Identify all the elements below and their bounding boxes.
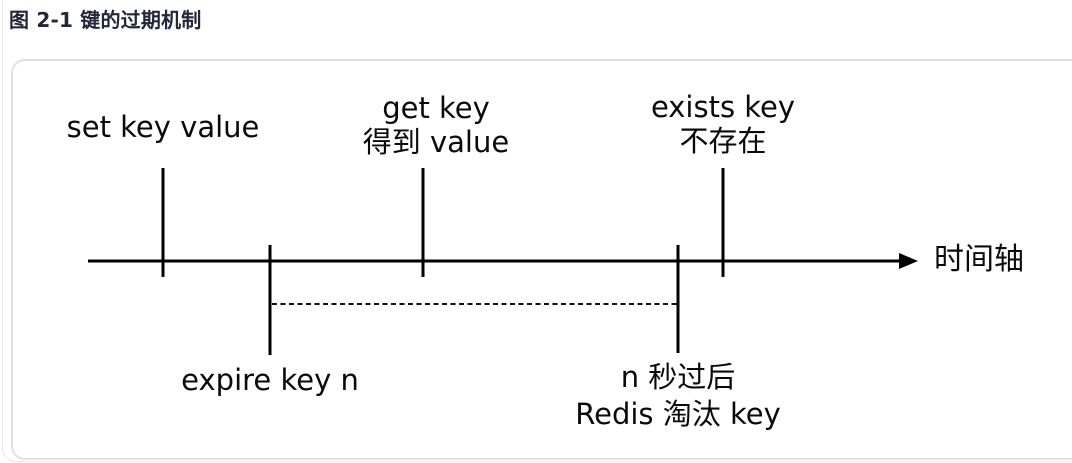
- label-get-key-line1: get key: [382, 91, 490, 125]
- label-set-key-value-text: set key value: [66, 110, 260, 144]
- label-key-expired: n 秒过后 Redis 淘汰 key: [575, 359, 780, 433]
- label-exists-key: exists key 不存在: [651, 90, 795, 158]
- label-get-key-line2: 得到 value: [362, 125, 510, 159]
- label-exists-key-line2: 不存在: [679, 124, 767, 158]
- label-set-key-value: set key value: [67, 110, 260, 144]
- figure-title: 图 2-1 键的过期机制: [9, 8, 202, 32]
- label-expire-key-n-text: expire key n: [181, 363, 359, 397]
- label-key-expired-line1: n 秒过后: [620, 360, 736, 394]
- label-exists-key-line1: exists key: [650, 90, 796, 124]
- label-get-key: get key 得到 value: [363, 91, 509, 159]
- label-expire-key-n: expire key n: [181, 363, 359, 397]
- label-time-axis: 时间轴: [934, 242, 1024, 277]
- label-key-expired-line2: Redis 淘汰 key: [575, 397, 781, 431]
